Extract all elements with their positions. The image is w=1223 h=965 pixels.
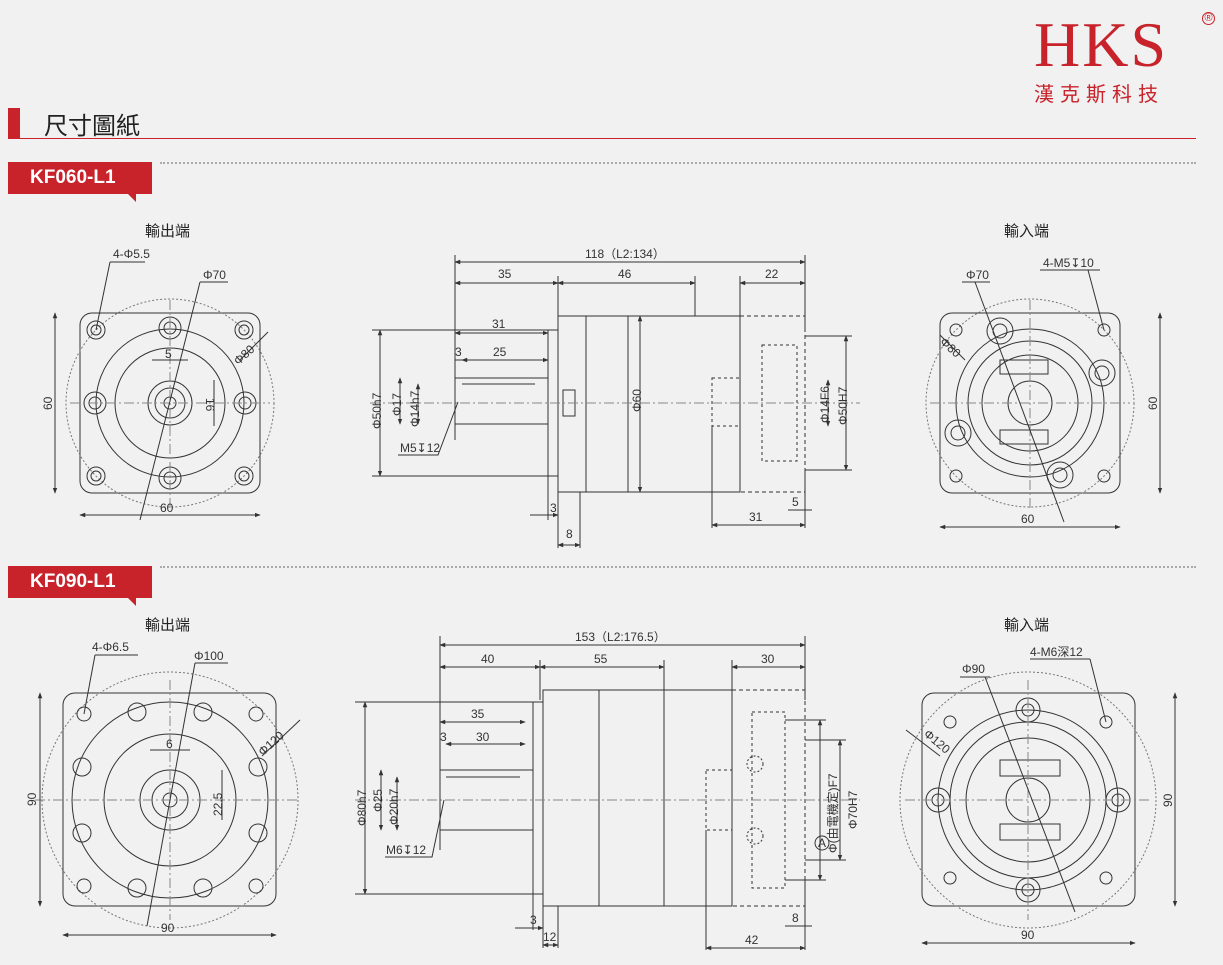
kf060-bolt-circle-label: Φ70 — [203, 268, 226, 282]
kf090-holes-label: 4-Φ6.5 — [92, 640, 129, 654]
kf090-dim-b3: 42 — [745, 933, 759, 947]
kf090-dim-d4: 35 — [471, 707, 485, 721]
kf060-dim-b1: 3 — [550, 501, 557, 515]
kf060-holes-label: 4-Φ5.5 — [113, 247, 150, 261]
model-tag-notch — [128, 194, 136, 202]
registered-mark: ® — [1202, 12, 1215, 25]
kf060-dim-d5: 3 — [455, 345, 462, 359]
model-tag-kf090: KF090-L1 — [8, 566, 152, 598]
kf060-dim-b3: 31 — [749, 510, 763, 524]
kf090-dim-b2: 12 — [543, 930, 557, 944]
kf090-dia1: Φ80h7 — [355, 789, 369, 826]
kf090-width-label: 90 — [161, 921, 175, 935]
kf060-dia2: Φ17 — [390, 393, 404, 416]
kf060-height-label: 60 — [41, 396, 55, 410]
kf060-dim-d3: 22 — [765, 267, 779, 281]
kf090-dim-b1: 3 — [530, 913, 537, 927]
section-divider — [8, 138, 1196, 139]
kf060-input-bolt-circle: Φ70 — [966, 268, 989, 282]
kf090-dim-d2: 55 — [594, 652, 608, 666]
kf060-dia5: Φ50H7 — [836, 386, 850, 425]
kf090-total-length: 153（L2:176.5） — [575, 630, 666, 644]
kf090-marker: A — [818, 836, 826, 850]
kf060-dia1: Φ50h7 — [370, 392, 384, 429]
kf060-key-width-label: 5 — [165, 347, 172, 361]
kf060-output-view — [52, 261, 275, 521]
model-tag-kf060: KF060-L1 — [8, 162, 152, 194]
kf060-side-view — [370, 255, 860, 548]
kf060-width-label: 60 — [160, 501, 174, 515]
kf090-dia5: Φ70H7 — [846, 790, 860, 829]
kf060-dim-d2: 46 — [618, 267, 632, 281]
kf060-thread: M5↧12 — [400, 441, 440, 455]
kf090-output-view — [35, 654, 301, 938]
kf060-input-width: 60 — [1021, 512, 1035, 526]
kf060-input-holes: 4-M5↧10 — [1043, 256, 1094, 270]
kf090-dim-d5: 3 — [440, 730, 447, 744]
input-end-label: 輸入端 — [1004, 617, 1050, 634]
kf090-dia2: Φ25 — [371, 789, 385, 812]
kf060-dim-d6: 25 — [493, 345, 507, 359]
kf090-dim-d1: 40 — [481, 652, 495, 666]
kf060-input-pcd: Φ80 — [937, 335, 964, 361]
kf090-bolt-circle-label: Φ100 — [194, 649, 224, 663]
kf060-body-dia: Φ60 — [630, 389, 644, 412]
kf090-input-width: 90 — [1021, 928, 1035, 942]
kf060-input-height: 60 — [1146, 396, 1160, 410]
logo-text: HKS — [1034, 9, 1169, 80]
kf060-dim-d4: 31 — [492, 317, 506, 331]
kf090-input-holes: 4-M6深12 — [1030, 645, 1083, 659]
kf060-dia3: Φ14h7 — [408, 390, 422, 427]
input-end-label: 輸入端 — [1004, 223, 1050, 240]
kf090-dia4: Φ(由電機定)F7 — [825, 773, 840, 853]
kf090-dim-d6: 30 — [476, 730, 490, 744]
section-marker — [8, 108, 20, 138]
kf090-input-pcd: Φ120 — [921, 727, 953, 757]
kf090-height-label: 90 — [25, 792, 39, 806]
kf090-input-height: 90 — [1161, 793, 1175, 807]
kf090-key-width-label: 6 — [166, 737, 173, 751]
output-end-label: 輸出端 — [145, 223, 191, 240]
section-title: 尺寸圖紙 — [44, 113, 140, 140]
kf060-dim-b4: 5 — [792, 495, 799, 509]
kf090-dim-b4: 8 — [792, 911, 799, 925]
kf090-thread: M6↧12 — [386, 843, 426, 857]
output-end-label: 輸出端 — [145, 617, 191, 634]
model-tag-notch — [128, 598, 136, 606]
kf060-dim-b2: 8 — [566, 527, 573, 541]
kf090-input-bolt-circle: Φ90 — [962, 662, 985, 676]
kf060-dia4: Φ14F6 — [818, 386, 832, 423]
dotted-divider — [160, 162, 1196, 164]
kf060-shaft-height-label: 16 — [203, 398, 217, 412]
kf090-shaft-height-label: 22.5 — [211, 792, 225, 816]
dotted-divider — [160, 566, 1196, 568]
kf090-pcd-label: Φ120 — [255, 728, 287, 758]
kf060-dim-d1: 35 — [498, 267, 512, 281]
kf090-dim-d3: 30 — [761, 652, 775, 666]
kf090-dia3: Φ20h7 — [387, 788, 401, 825]
logo-subtitle: 漢克斯科技 — [1034, 82, 1164, 106]
kf060-input-view — [925, 269, 1163, 530]
kf090-input-view — [899, 658, 1178, 946]
hks-logo: HKS ® 漢克斯科技 — [1030, 9, 1215, 106]
kf090-side-view — [355, 636, 860, 951]
kf060-total-length: 118（L2:134） — [585, 247, 665, 261]
